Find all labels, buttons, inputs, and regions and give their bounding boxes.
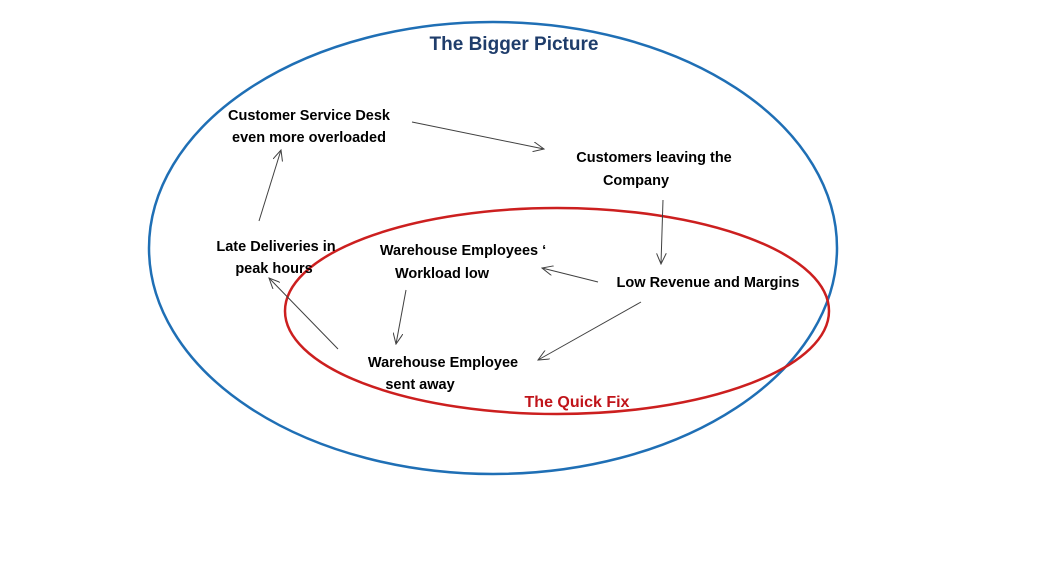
node-low-revenue-line1: Low Revenue and Margins [617,275,800,291]
node-warehouse-workload: Warehouse Employees ‘ Workload low [380,243,546,282]
arrow-low-revenue-to-workload [542,268,599,283]
arrow-customers-leaving-to-low-revenue [661,199,663,264]
node-late-deliveries-line2: peak hours [235,261,312,277]
node-customer-service-desk: Customer Service Desk even more overload… [228,108,391,146]
arrow-late-deliveries-to-service [258,150,281,222]
node-customer-service-line1: Customer Service Desk [228,108,391,124]
arrow-workload-to-sent-away [396,289,407,344]
node-low-revenue: Low Revenue and Margins [617,275,800,291]
node-customers-leaving-line1: Customers leaving the [576,150,732,166]
node-warehouse-workload-line2: Workload low [395,266,490,282]
arrow-sent-away-to-late-deliveries [269,278,339,350]
inner-loop-ellipse [283,206,831,416]
node-warehouse-sent-away-line2: sent away [385,377,454,393]
arrow-low-revenue-to-sent-away [538,301,642,360]
node-late-deliveries-line1: Late Deliveries in [216,239,335,255]
node-warehouse-sent-away: Warehouse Employee sent away [368,355,518,393]
node-warehouse-sent-away-line1: Warehouse Employee [368,355,518,371]
node-late-deliveries: Late Deliveries in peak hours [216,239,335,277]
outer-loop-title: The Bigger Picture [430,34,599,55]
node-customer-service-line2: even more overloaded [232,130,386,146]
outer-loop-ellipse [147,20,839,476]
arrow-service-to-customers-leaving [411,121,544,149]
node-warehouse-workload-line1: Warehouse Employees ‘ [380,243,546,259]
node-customers-leaving-line2: Company [603,173,669,189]
inner-loop-title: The Quick Fix [525,394,630,411]
node-customers-leaving: Customers leaving the Company [576,150,732,189]
